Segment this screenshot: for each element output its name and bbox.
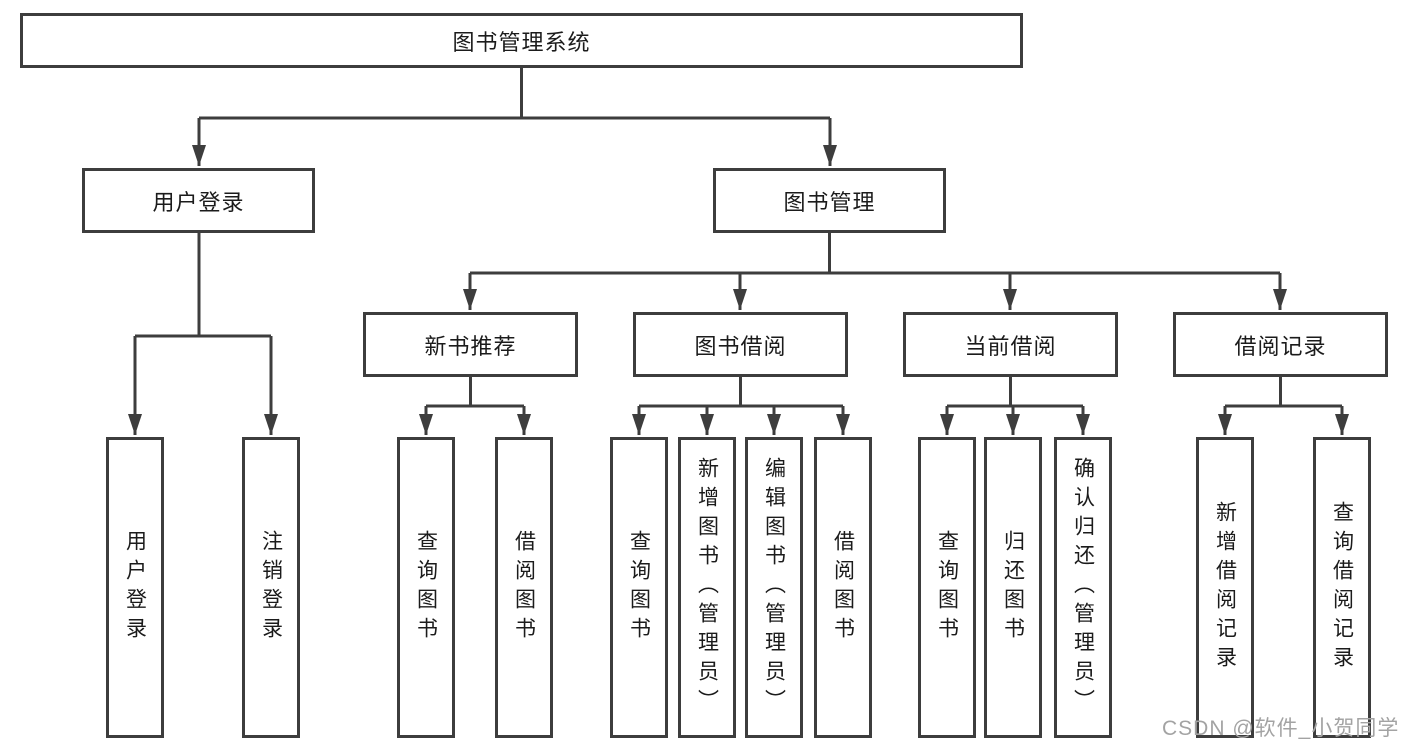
node-label: 用户登录 [152, 189, 245, 215]
node-library-management-system: 图书管理系统 [20, 13, 1023, 68]
node-book-borrow: 图书借阅 [633, 312, 848, 377]
leaf-label: 注销登录 [259, 529, 283, 646]
leaf-user-login: 用户登录 [106, 437, 164, 738]
leaf-borrow-books: 借阅图书 [814, 437, 872, 738]
leaf-borrow-books-recommend: 借阅图书 [495, 437, 553, 738]
leaf-query-books-current: 查询图书 [918, 437, 976, 738]
leaf-query-books-borrow: 查询图书 [610, 437, 668, 738]
node-book-management: 图书管理 [713, 168, 946, 233]
node-label: 新书推荐 [424, 333, 517, 359]
leaf-label: 借阅图书 [831, 529, 855, 646]
leaf-label: 查询借阅记录 [1330, 500, 1354, 675]
node-label: 图书管理系统 [452, 29, 591, 55]
leaf-add-borrow-record: 新增借阅记录 [1196, 437, 1254, 738]
csdn-watermark: CSDN @软件_小贺同学 [1162, 717, 1400, 740]
leaf-label: 归还图书 [1001, 529, 1025, 646]
leaf-label: 编辑图书（管理员） [762, 457, 786, 718]
node-label: 图书借阅 [694, 333, 787, 359]
node-current-borrow: 当前借阅 [903, 312, 1118, 377]
leaf-label: 确认归还（管理员） [1071, 457, 1095, 718]
node-label: 图书管理 [783, 189, 876, 215]
leaf-edit-books-admin: 编辑图书（管理员） [745, 437, 803, 738]
leaf-return-books: 归还图书 [984, 437, 1042, 738]
node-borrow-records: 借阅记录 [1173, 312, 1388, 377]
node-label: 当前借阅 [964, 333, 1057, 359]
leaf-confirm-return-admin: 确认归还（管理员） [1054, 437, 1112, 738]
leaf-label: 查询图书 [414, 529, 438, 646]
node-label: 借阅记录 [1234, 333, 1327, 359]
node-new-book-recommend: 新书推荐 [363, 312, 578, 377]
leaf-label: 新增借阅记录 [1213, 500, 1237, 675]
leaf-label: 新增图书（管理员） [695, 457, 719, 718]
node-user-login: 用户登录 [82, 168, 315, 233]
leaf-label: 借阅图书 [512, 529, 536, 646]
leaf-label: 查询图书 [935, 529, 959, 646]
leaf-query-borrow-record: 查询借阅记录 [1313, 437, 1371, 738]
leaf-label: 查询图书 [627, 529, 651, 646]
leaf-query-books-recommend: 查询图书 [397, 437, 455, 738]
leaf-label: 用户登录 [123, 529, 147, 646]
leaf-logout-login: 注销登录 [242, 437, 300, 738]
leaf-add-books-admin: 新增图书（管理员） [678, 437, 736, 738]
